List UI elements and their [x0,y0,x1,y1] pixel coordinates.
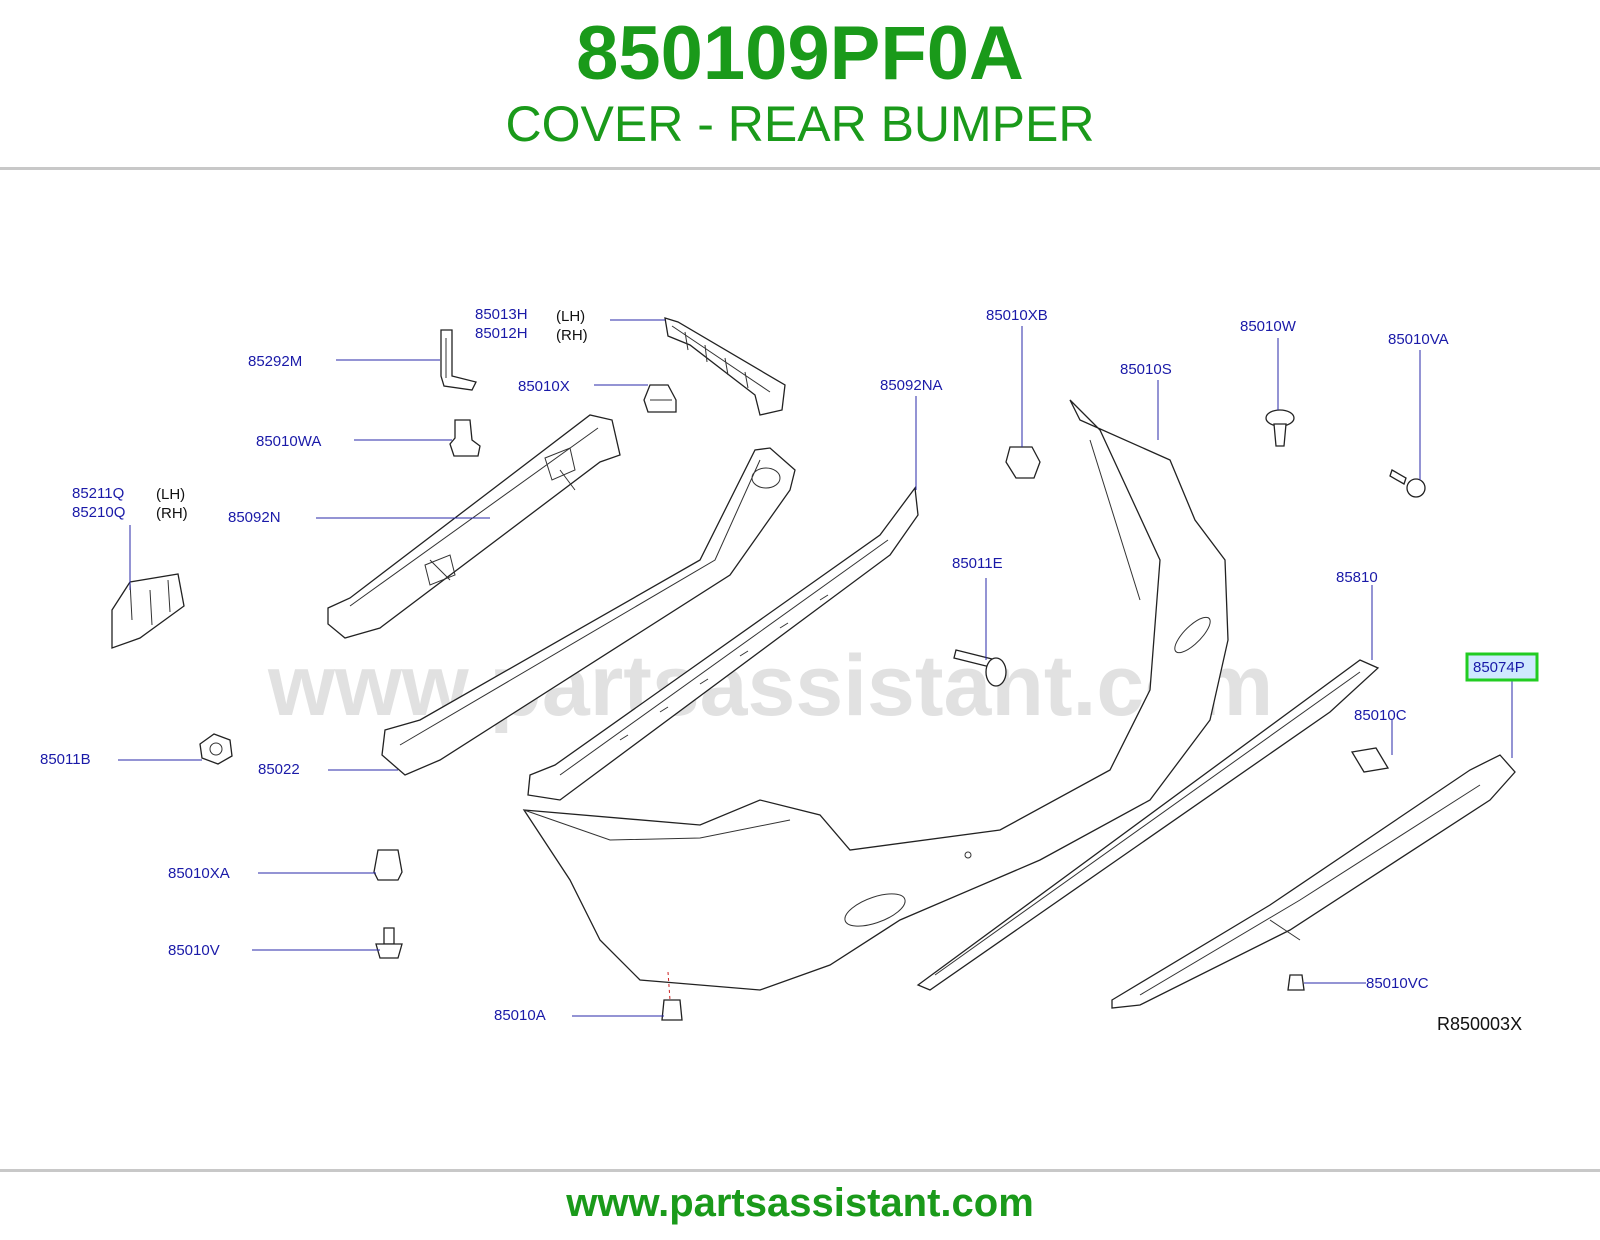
clip-nut-85010c-part[interactable] [1350,747,1390,773]
side-rh-2: (RH) [156,505,188,522]
label-85074P[interactable]: 85074P [1473,659,1525,676]
bolt-85010v-part[interactable] [375,927,403,959]
part-number: 850109PF0A [576,11,1024,96]
pin-85011e-part[interactable] [953,649,1007,687]
bolt-85010a-part[interactable] [661,971,683,1021]
header-divider [0,167,1600,170]
reinforcement-beam-part[interactable] [381,447,796,776]
watermark: www.partsassistant.com [267,638,1273,734]
clip-85010w-part[interactable] [1265,409,1295,447]
label-85011B[interactable]: 85011B [40,751,91,768]
label-85010W[interactable]: 85010W [1240,318,1297,335]
parts-diagram: www.partsassistant.com [40,306,1539,1034]
label-85010C[interactable]: 85010C [1354,707,1407,724]
label-85010XB[interactable]: 85010XB [986,307,1048,324]
label-85010VA[interactable]: 85010VA [1388,331,1449,348]
label-85210Q[interactable]: 85210Q [72,504,125,521]
clip-85010xa-part[interactable] [373,849,403,881]
side-bracket-part[interactable] [664,317,786,416]
label-85022[interactable]: 85022 [258,761,300,778]
footer-divider [0,1169,1600,1172]
part-title: COVER - REAR BUMPER [505,96,1095,152]
label-85013H[interactable]: 85013H [475,306,528,323]
label-85010S[interactable]: 85010S [1120,361,1172,378]
clip-85010x-part[interactable] [643,384,677,413]
highlight-box-85074P [1465,652,1539,682]
label-85012H[interactable]: 85012H [475,325,528,342]
label-85010A[interactable]: 85010A [494,1007,546,1024]
label-85092N[interactable]: 85092N [228,509,281,526]
screw-85010va-part[interactable] [1389,469,1426,498]
side-lh-1: (LH) [556,308,585,325]
page-header: 850109PF0A COVER - REAR BUMPER [0,0,1600,168]
label-85211Q[interactable]: 85211Q [72,485,124,502]
label-85292M[interactable]: 85292M [248,353,302,370]
rear-bumper-cover-part[interactable] [522,399,1229,991]
label-85010WA[interactable]: 85010WA [256,433,321,450]
label-85010VC[interactable]: 85010VC [1366,975,1429,992]
label-85010X[interactable]: 85010X [518,378,570,395]
push-clip-wa-part[interactable] [449,419,481,457]
figure-reference: R850003X [1437,1014,1522,1034]
upper-retainer-part[interactable] [527,486,919,801]
label-85810[interactable]: 85810 [1336,569,1378,586]
label-85010XA[interactable]: 85010XA [168,865,230,882]
footer-url[interactable]: www.partsassistant.com [566,1181,1034,1225]
side-lh-2: (LH) [156,486,185,503]
energy-absorber-part[interactable] [327,414,621,639]
lower-strip-part[interactable] [916,659,1380,991]
leader-lines [118,319,1513,1017]
stay-bracket-part[interactable] [111,573,185,649]
side-rh-1: (RH) [556,327,588,344]
grommet-part[interactable] [1005,446,1041,479]
nut-85011b-part[interactable] [199,733,233,765]
label-85010V[interactable]: 85010V [168,942,220,959]
lower-spoiler-part[interactable] [1111,754,1516,1009]
label-85092NA[interactable]: 85092NA [880,377,943,394]
screw-85010vc-part[interactable] [1287,974,1305,991]
label-85011E[interactable]: 85011E [952,555,1003,572]
small-bracket-part[interactable] [440,329,477,391]
